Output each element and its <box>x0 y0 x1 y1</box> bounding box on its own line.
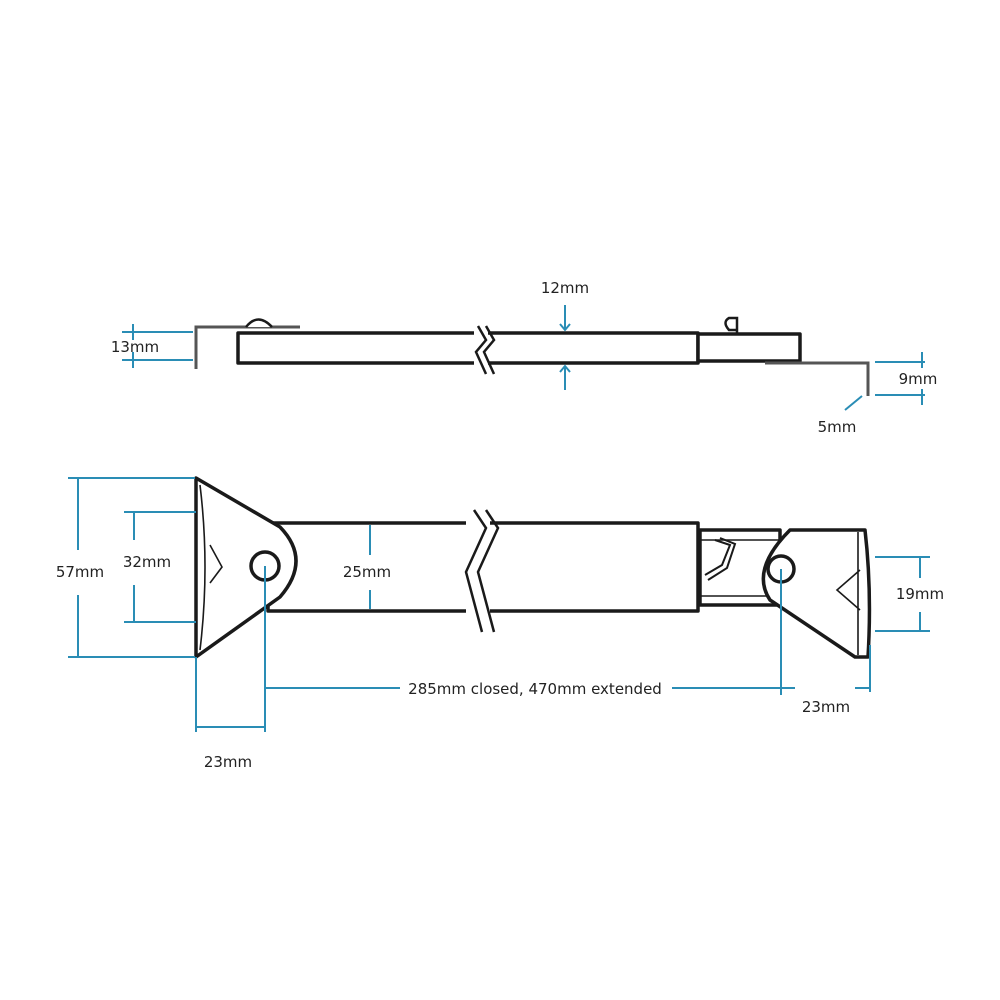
stay-bar-side <box>236 331 700 365</box>
right-plate <box>761 528 872 659</box>
plate-height-label: 57mm <box>56 563 104 581</box>
thickness-label: 12mm <box>541 279 589 297</box>
right-height-dimension <box>875 556 930 632</box>
slider-hook <box>724 316 739 333</box>
right-bracket-label: 9mm <box>899 370 938 388</box>
rivet-dome <box>245 318 273 328</box>
length-label: 285mm closed, 470mm extended <box>408 680 662 698</box>
left-bracket-dimension <box>122 324 193 368</box>
slider-spring <box>704 537 737 581</box>
right-depth-label: 23mm <box>802 698 850 716</box>
right-bracket-dimension <box>875 352 925 405</box>
length-dimension <box>264 566 795 732</box>
slider-side <box>696 332 802 363</box>
plate-height-dimension <box>68 477 195 658</box>
left-bracket-label: 13mm <box>111 338 159 356</box>
offset-label: 5mm <box>818 418 857 436</box>
offset-leader <box>844 395 863 411</box>
hole-spacing-label: 32mm <box>123 553 171 571</box>
break-mark <box>464 509 500 633</box>
bar-width-label: 25mm <box>343 563 391 581</box>
left-plate-bevel <box>199 484 223 651</box>
left-depth-label: 23mm <box>204 753 252 771</box>
hole-spacing-dimension <box>124 511 196 623</box>
left-depth-dimension <box>195 657 265 732</box>
right-depth-dimension <box>855 645 871 692</box>
break-mark <box>474 325 496 375</box>
right-height-label: 19mm <box>896 585 944 603</box>
right-bracket <box>765 361 870 396</box>
thickness-dimension <box>559 305 571 390</box>
left-plate <box>194 476 298 659</box>
right-plate-bevel <box>835 532 861 655</box>
top-view: 57mm 32mm 25mm 285mm closed, 470mm exten… <box>56 476 944 771</box>
side-view: 12mm 13mm 9mm 5mm <box>111 279 938 436</box>
